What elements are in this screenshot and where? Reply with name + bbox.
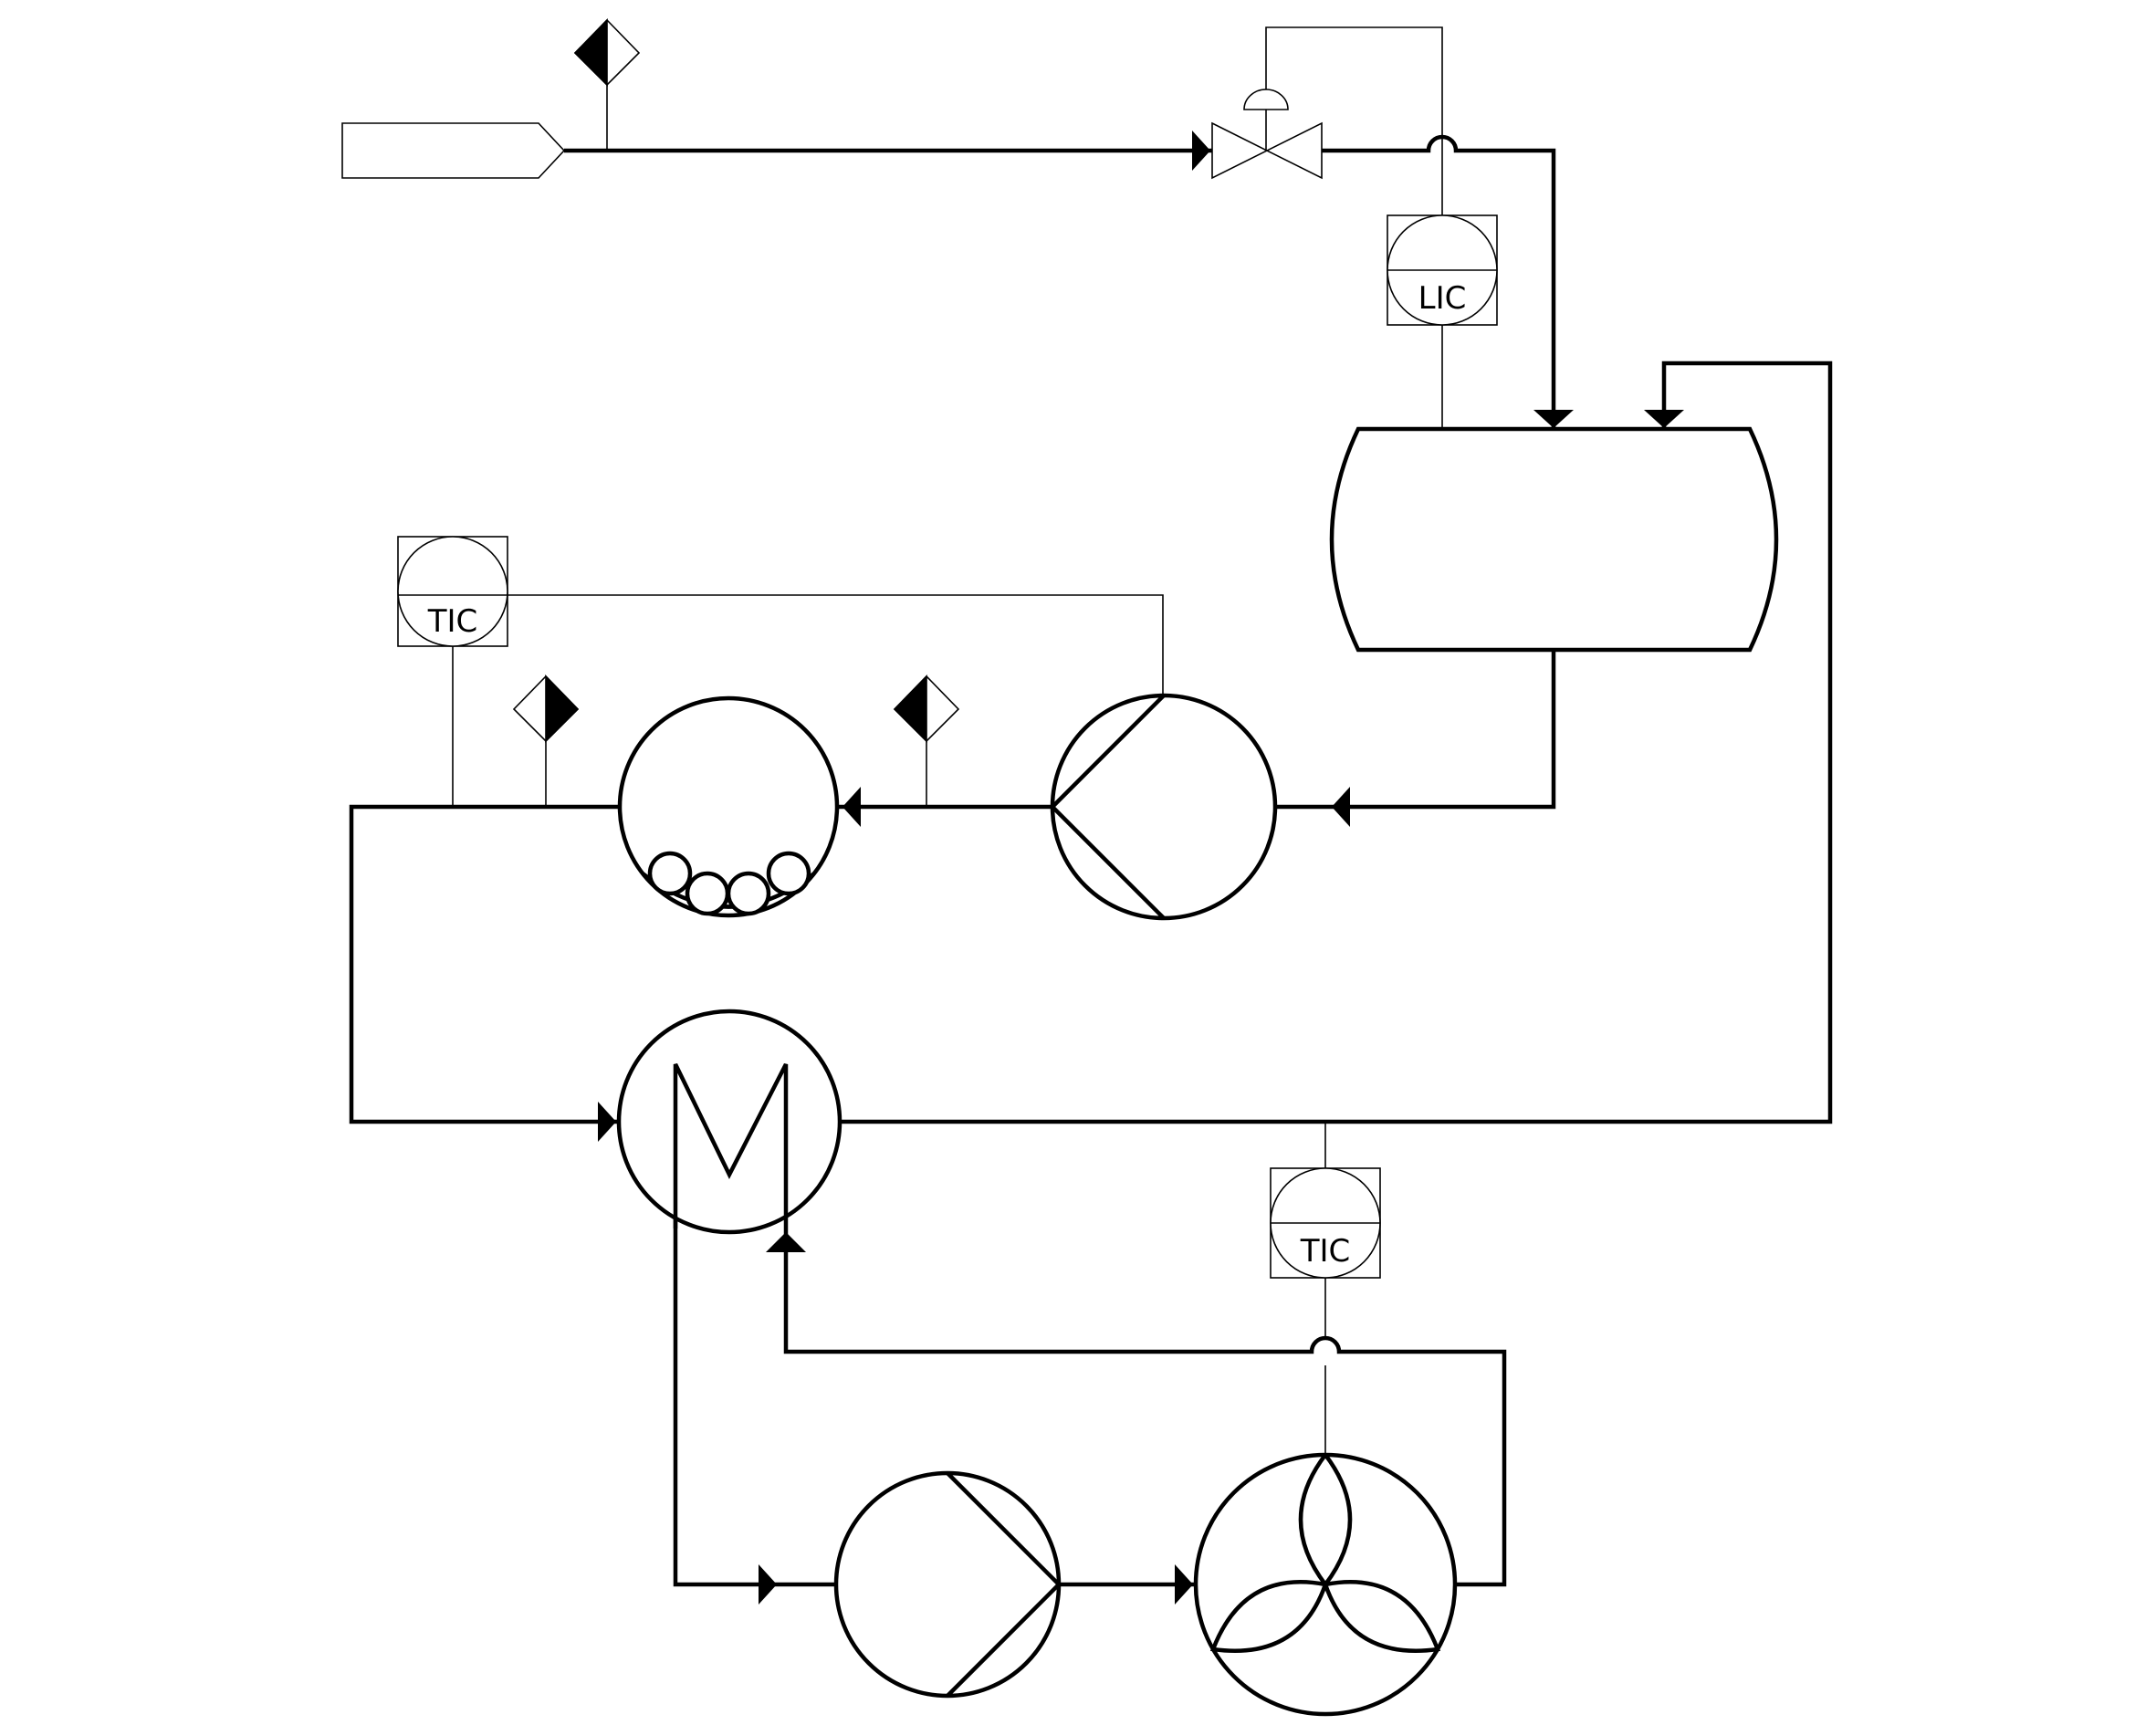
recycle-line	[840, 361, 1833, 1124]
arrow-down-icon	[1644, 410, 1684, 428]
sample-point-filter-outlet[interactable]	[512, 674, 580, 743]
exchanger-coil-icon	[673, 1062, 789, 1228]
sample-point-pump-outlet[interactable]	[893, 674, 960, 743]
instrument-tag: TIC	[427, 603, 478, 640]
valve-to-vessel-line	[1322, 134, 1556, 429]
centrifugal-pump-lower[interactable]	[833, 1470, 1062, 1699]
arrow-right-icon	[1175, 1564, 1193, 1605]
sample-point-feed[interactable]	[573, 18, 641, 87]
off-page-connector[interactable]	[341, 122, 566, 179]
heat-exchanger[interactable]	[616, 1009, 843, 1235]
pump-casing-icon	[1050, 693, 1278, 921]
level-controller-lic[interactable]: LIC	[1387, 214, 1498, 326]
valve-actuator-icon	[1243, 89, 1289, 110]
filter-to-exchanger-line	[349, 804, 620, 1124]
instrument-tag: TIC	[1300, 1233, 1351, 1270]
vessel-to-pump-line	[1275, 650, 1556, 810]
centrifugal-pump[interactable]	[1049, 693, 1278, 921]
filter[interactable]	[617, 695, 840, 918]
filter-media-icon	[647, 851, 693, 896]
sample-point-fill	[893, 674, 927, 743]
process-lines	[349, 134, 1833, 1587]
instrument-bubble	[397, 536, 508, 647]
lic-to-valve-signal	[1265, 26, 1443, 215]
arrow-right-icon	[1192, 131, 1210, 171]
pump-impeller-icon	[946, 1471, 1062, 1698]
arrow-down-icon	[1533, 410, 1574, 428]
temperature-controller-tic-upper[interactable]: TIC	[397, 536, 508, 647]
blower[interactable]	[1193, 1452, 1458, 1717]
temperature-controller-tic-lower[interactable]: TIC	[1270, 1167, 1381, 1279]
blower-return-line	[783, 1228, 1507, 1587]
signal-lines	[452, 26, 1443, 1455]
blower-blade-icon	[1323, 1580, 1441, 1653]
valve-body-icon	[1211, 121, 1323, 180]
exchanger-to-pump-line	[673, 1064, 836, 1587]
control-valve[interactable]	[1211, 89, 1323, 180]
filter-media-icon	[685, 871, 730, 916]
horizontal-vessel[interactable]	[1329, 426, 1779, 653]
sample-point-fill	[545, 674, 580, 743]
arrow-left-icon	[1332, 787, 1350, 827]
sample-point-fill	[573, 18, 608, 87]
arrow-right-icon	[598, 1102, 616, 1142]
filter-media-icon	[726, 871, 771, 916]
tic-to-pump-signal	[507, 594, 1164, 695]
arrow-left-icon	[843, 787, 861, 827]
pump-casing-icon	[833, 1470, 1062, 1699]
filter-media-icon	[766, 851, 811, 896]
arrow-up-icon	[766, 1232, 806, 1252]
exchanger-shell-icon	[616, 1009, 843, 1235]
pump-impeller-icon	[1049, 694, 1166, 920]
flow-arrows	[598, 131, 1684, 1605]
blower-blade-icon	[1209, 1580, 1328, 1653]
instrument-tag: LIC	[1418, 280, 1467, 317]
arrow-right-icon	[759, 1564, 777, 1605]
